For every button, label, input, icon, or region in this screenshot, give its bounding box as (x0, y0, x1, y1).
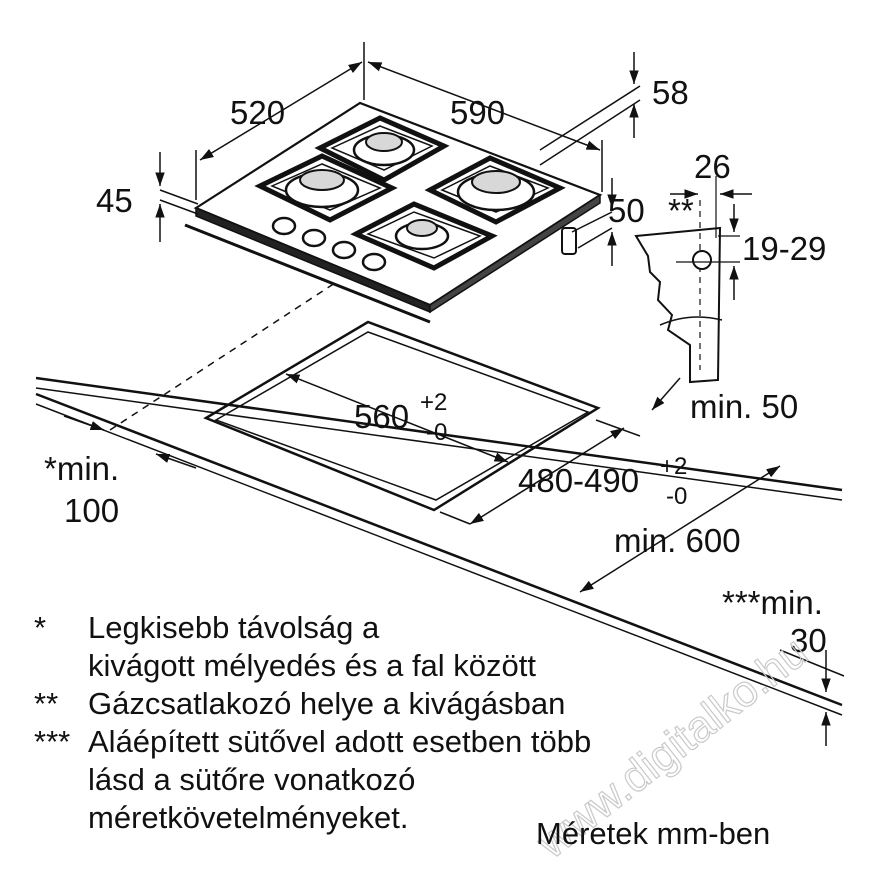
countertop-front-edge-2 (35, 403, 843, 716)
hob (184, 101, 603, 324)
dim-520: 520 (230, 94, 285, 131)
dim-min-30-line2: 30 (790, 622, 827, 659)
gas-connection-detail (634, 176, 752, 384)
gas-inlet-circle (692, 250, 712, 270)
dim-26: 26 (694, 148, 731, 185)
note-3-line-1: Aláépített sütővel adott esetben több (88, 724, 591, 759)
pan-support-front-right (350, 201, 498, 271)
note-2-line-1: Gázcsatlakozó helye a kivágásban (88, 686, 565, 721)
notes: * Legkisebb távolság a kivágott mélyedés… (34, 610, 770, 851)
dimension-labels: 520 590 58 45 50 26 19-29 ** 560 +2 -0 4… (44, 74, 827, 659)
note-1-line-2: kivágott mélyedés és a fal között (88, 648, 536, 683)
dim-min-100-line1: *min. (44, 450, 119, 487)
note-1-mark: * (34, 610, 46, 645)
dim-480-tol-plus: +2 (660, 453, 687, 480)
dim-58: 58 (652, 74, 689, 111)
dim-560: 560 (354, 398, 409, 435)
knob-3 (331, 240, 357, 260)
hob-underside-line (184, 223, 431, 324)
burner-back-right (456, 170, 536, 212)
cutout-outer (203, 320, 601, 512)
units-note: Méretek mm-ben (536, 816, 770, 851)
dim-min-30-line1: ***min. (722, 584, 823, 621)
note-2-mark: ** (34, 686, 58, 721)
knob-4 (361, 252, 387, 272)
dim-560-tol-minus: -0 (426, 419, 447, 446)
gas-connector (561, 227, 577, 255)
hob-projection-line (109, 282, 336, 431)
dim-min-600: min. 600 (614, 522, 741, 559)
dim-480-tol-minus: -0 (666, 483, 687, 510)
knob-1 (271, 216, 297, 236)
dim-min-100-line2: 100 (64, 492, 119, 529)
countertop-front-edge-1 (35, 392, 843, 707)
dim-45: 45 (96, 182, 133, 219)
dim-50: 50 (608, 192, 645, 229)
cutout-inner (214, 331, 590, 501)
control-knobs (271, 216, 387, 272)
dim-min-50: min. 50 (690, 388, 798, 425)
dim-560-tol-plus: +2 (420, 389, 447, 416)
dim-480-490: 480-490 (518, 462, 639, 499)
dimension-lines-hob (155, 42, 641, 266)
note-3-line-3: méretkövetelményeket. (88, 800, 408, 835)
knob-2 (301, 228, 327, 248)
note-1-line-1: Legkisebb távolság a (88, 610, 380, 645)
cutout (109, 282, 601, 512)
note-3-line-2: lásd a sütőre vonatkozó (88, 762, 415, 797)
burner-front-right (394, 219, 450, 251)
dim-590: 590 (450, 94, 505, 131)
bracket-profile (634, 226, 722, 384)
dimension-lines-cutout (63, 373, 845, 746)
hob-front-edge (195, 206, 431, 314)
burner-front-left (284, 169, 360, 209)
burner-back-left (352, 132, 416, 167)
hob-right-edge (429, 193, 601, 314)
note-3-mark: *** (34, 724, 70, 759)
dim-gas-mark: ** (668, 192, 694, 229)
dim-19-29: 19-29 (742, 230, 826, 267)
